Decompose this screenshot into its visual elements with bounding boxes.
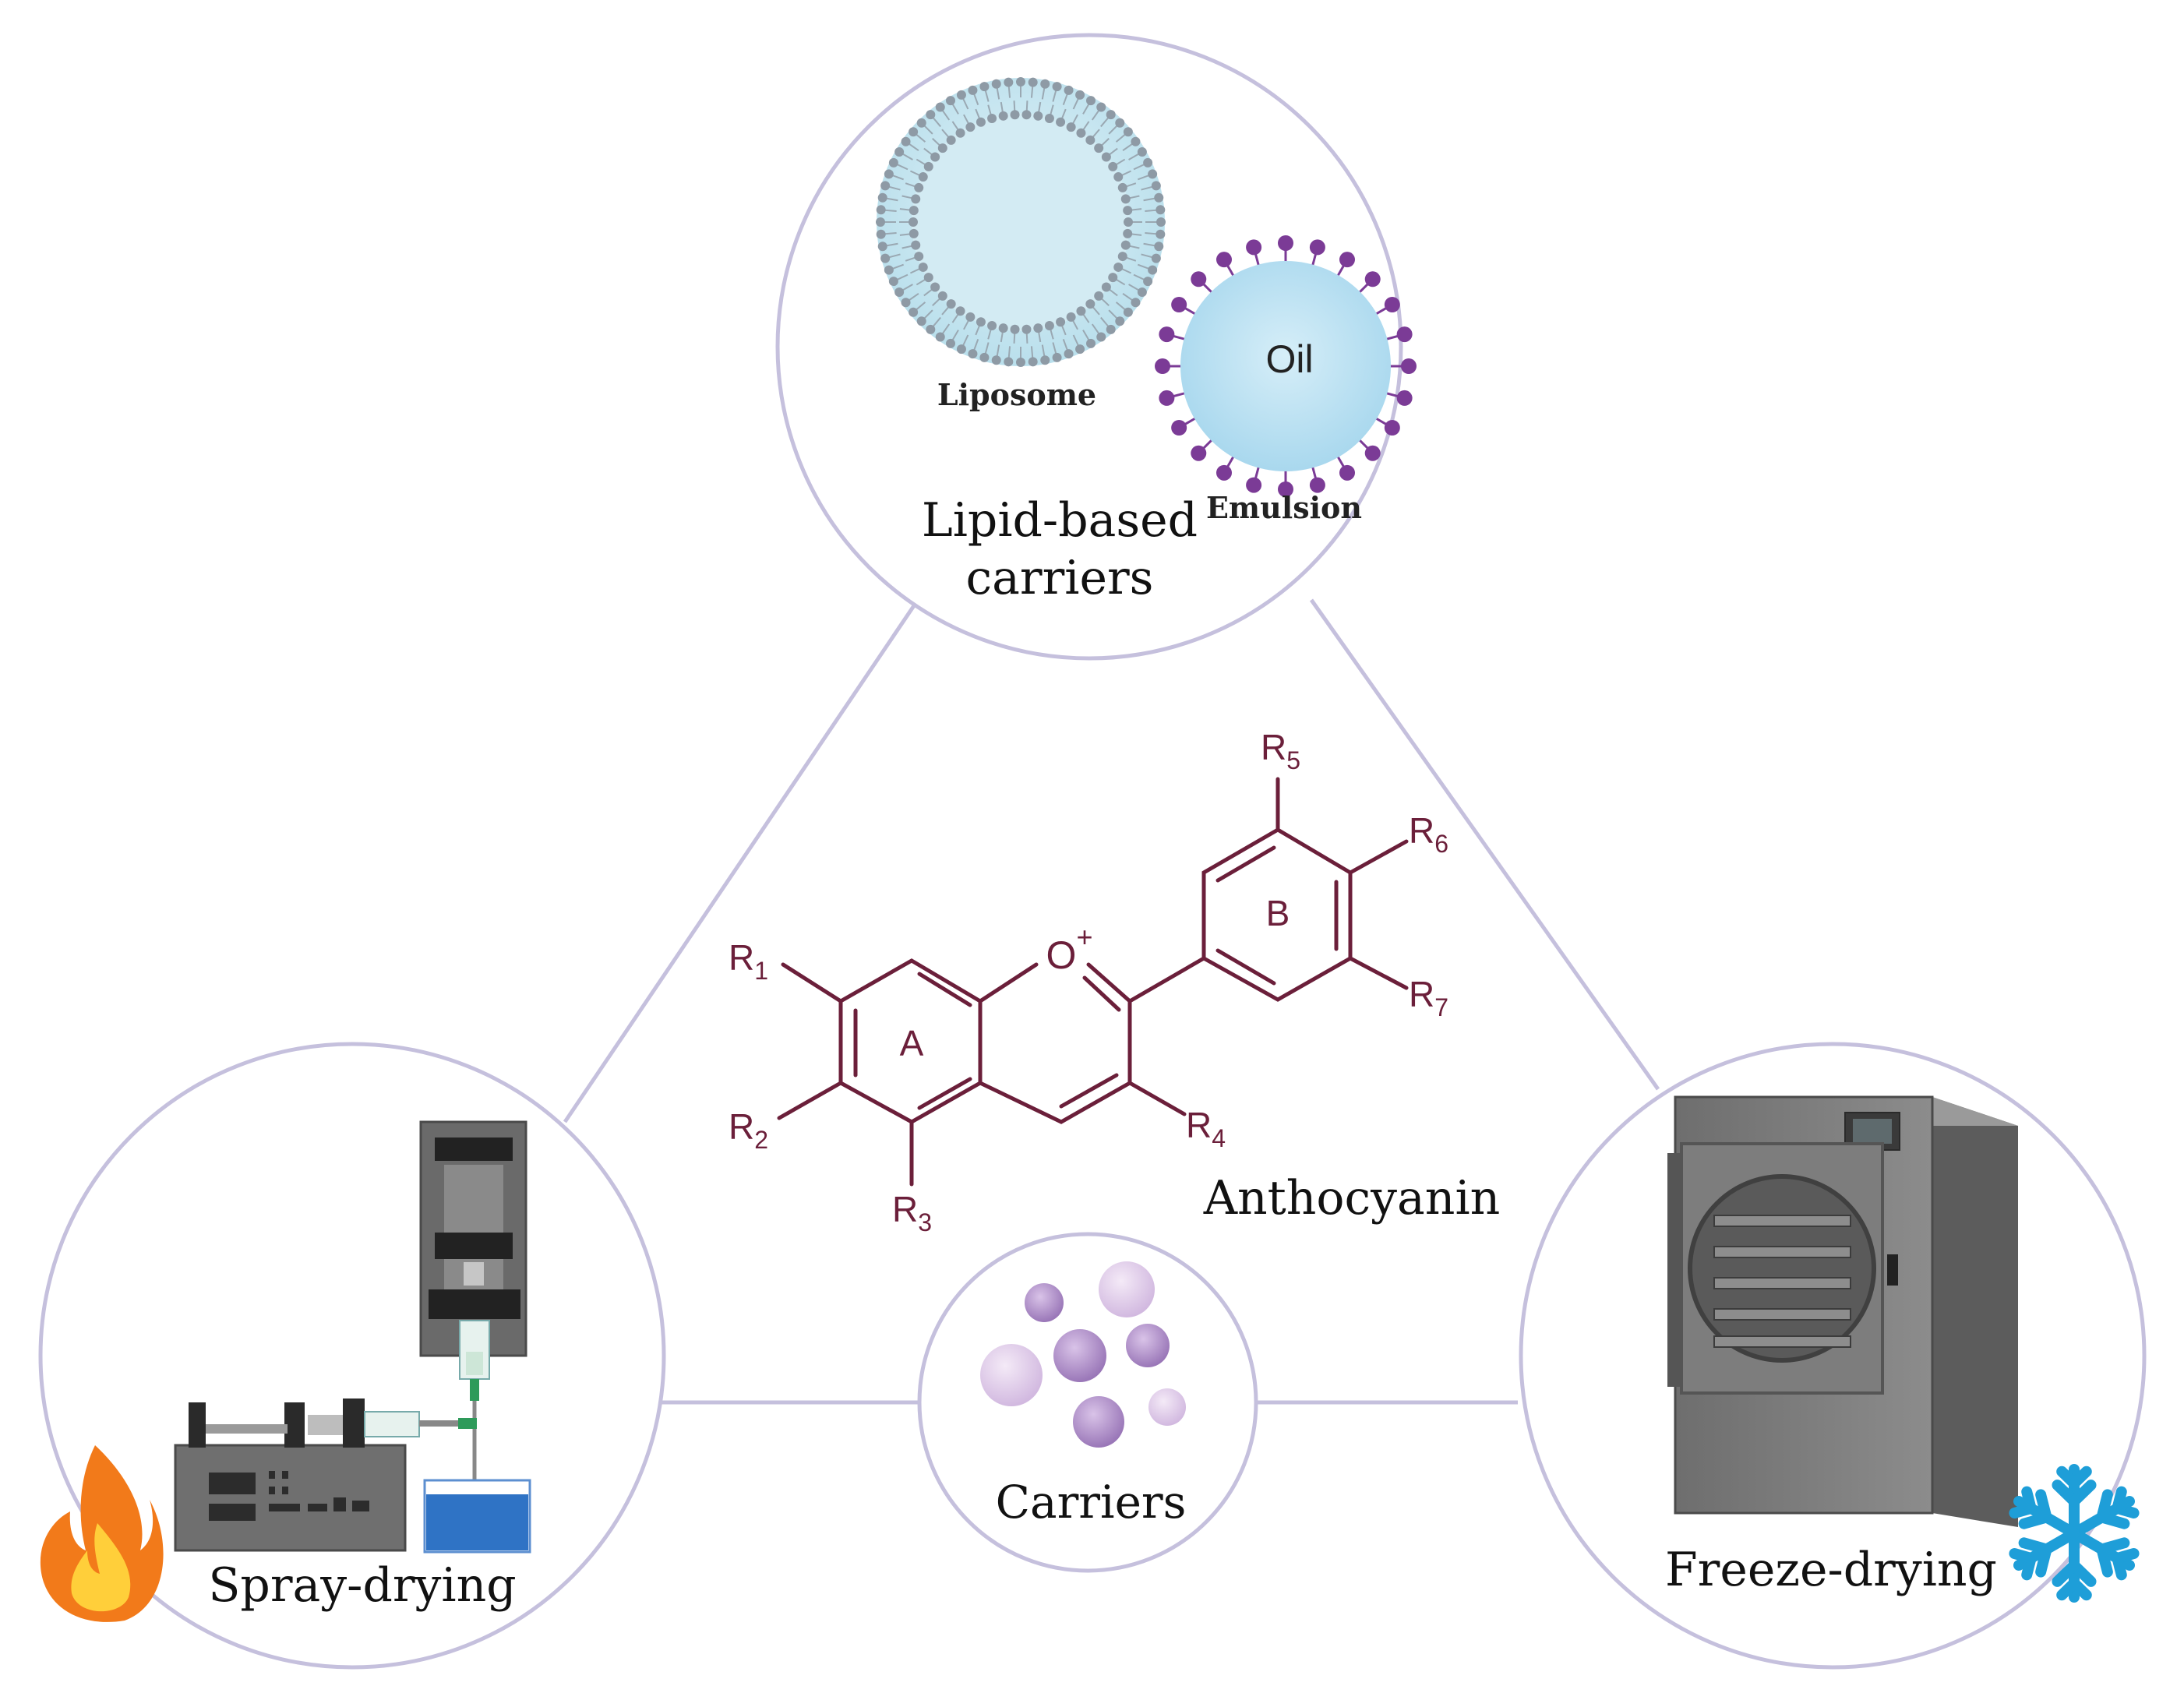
liposome	[876, 77, 1166, 367]
anthocyanin-title: Anthocyanin	[1203, 1171, 1501, 1226]
vertical-syringe-pump	[419, 1120, 527, 1401]
oil-label: Oil	[1265, 337, 1313, 381]
connector-lines	[563, 598, 1660, 1405]
ring-c-double-1	[1082, 975, 1121, 1012]
ring-a-double-3	[917, 1077, 972, 1110]
lipid-title-line2: carriers	[966, 551, 1154, 605]
ring-c-bonds	[978, 962, 1039, 1003]
carrier-bubble	[1025, 1283, 1064, 1322]
ring-a-double-2	[917, 972, 972, 1007]
r6-label: R6	[1409, 810, 1448, 858]
carriers-panel: Carriers	[917, 1232, 1258, 1573]
carrier-bubble	[1073, 1396, 1124, 1448]
spray-drying-title: Spray-drying	[208, 1558, 516, 1613]
bond-r1	[781, 962, 843, 1003]
ring-b-double-3	[1215, 948, 1276, 986]
ring-b-label: B	[1266, 893, 1290, 933]
bond-r6	[1348, 839, 1409, 875]
collection-beaker	[423, 1479, 531, 1554]
bond-c2-b	[1127, 956, 1206, 1003]
carrier-bubble	[1099, 1261, 1155, 1317]
carrier-bubble	[1126, 1324, 1170, 1367]
bond-r7	[1348, 956, 1409, 990]
flame-icon	[40, 1445, 164, 1622]
oxygen-label: O	[1046, 933, 1077, 977]
anthocyanin-structure	[777, 777, 1409, 1187]
emulsion-droplet	[1155, 235, 1417, 497]
r1-label: R1	[729, 937, 768, 985]
r4-label: R4	[1186, 1105, 1226, 1152]
ring-a-label: A	[900, 1023, 924, 1063]
r7-label: R7	[1409, 974, 1448, 1021]
emulsion-label: Emulsion	[1206, 490, 1362, 525]
ring-b-double-1	[1215, 845, 1276, 883]
carrier-bubble	[980, 1344, 1043, 1406]
horizontal-syringe-pump	[174, 1398, 477, 1552]
r2-label: R2	[729, 1106, 768, 1154]
anthocyanin-labels: A B O + R1 R2 R3 R4 R5 R6 R7	[729, 727, 1448, 1236]
lipid-based-carriers-panel: Oil Liposome Emulsion Lipid-based carrie…	[775, 33, 1417, 661]
oxygen-charge: +	[1076, 921, 1092, 953]
r3-label: R3	[892, 1189, 932, 1236]
snowflake-icon	[2009, 1464, 2140, 1603]
freeze-drying-panel: Freeze-drying	[1519, 1042, 2147, 1670]
freeze-drying-title: Freeze-drying	[1665, 1543, 1997, 1597]
line-top-right	[1309, 598, 1660, 1091]
freeze-dryer-machine	[1667, 1095, 2018, 1527]
bond-r4	[1127, 1081, 1187, 1116]
dryer-shelves	[1713, 1215, 1851, 1348]
carrier-bubble	[1053, 1329, 1106, 1382]
bond-r2	[777, 1081, 843, 1120]
liposome-label: Liposome	[937, 377, 1096, 412]
spray-drying-panel: Spray-drying	[38, 1042, 666, 1670]
carriers-title: Carriers	[996, 1476, 1187, 1529]
ring-c-double-2	[1059, 1073, 1119, 1109]
lipid-title-line1: Lipid-based	[922, 493, 1198, 548]
carrier-bubble	[1148, 1388, 1186, 1426]
line-top-left	[563, 598, 920, 1123]
r5-label: R5	[1261, 727, 1300, 774]
